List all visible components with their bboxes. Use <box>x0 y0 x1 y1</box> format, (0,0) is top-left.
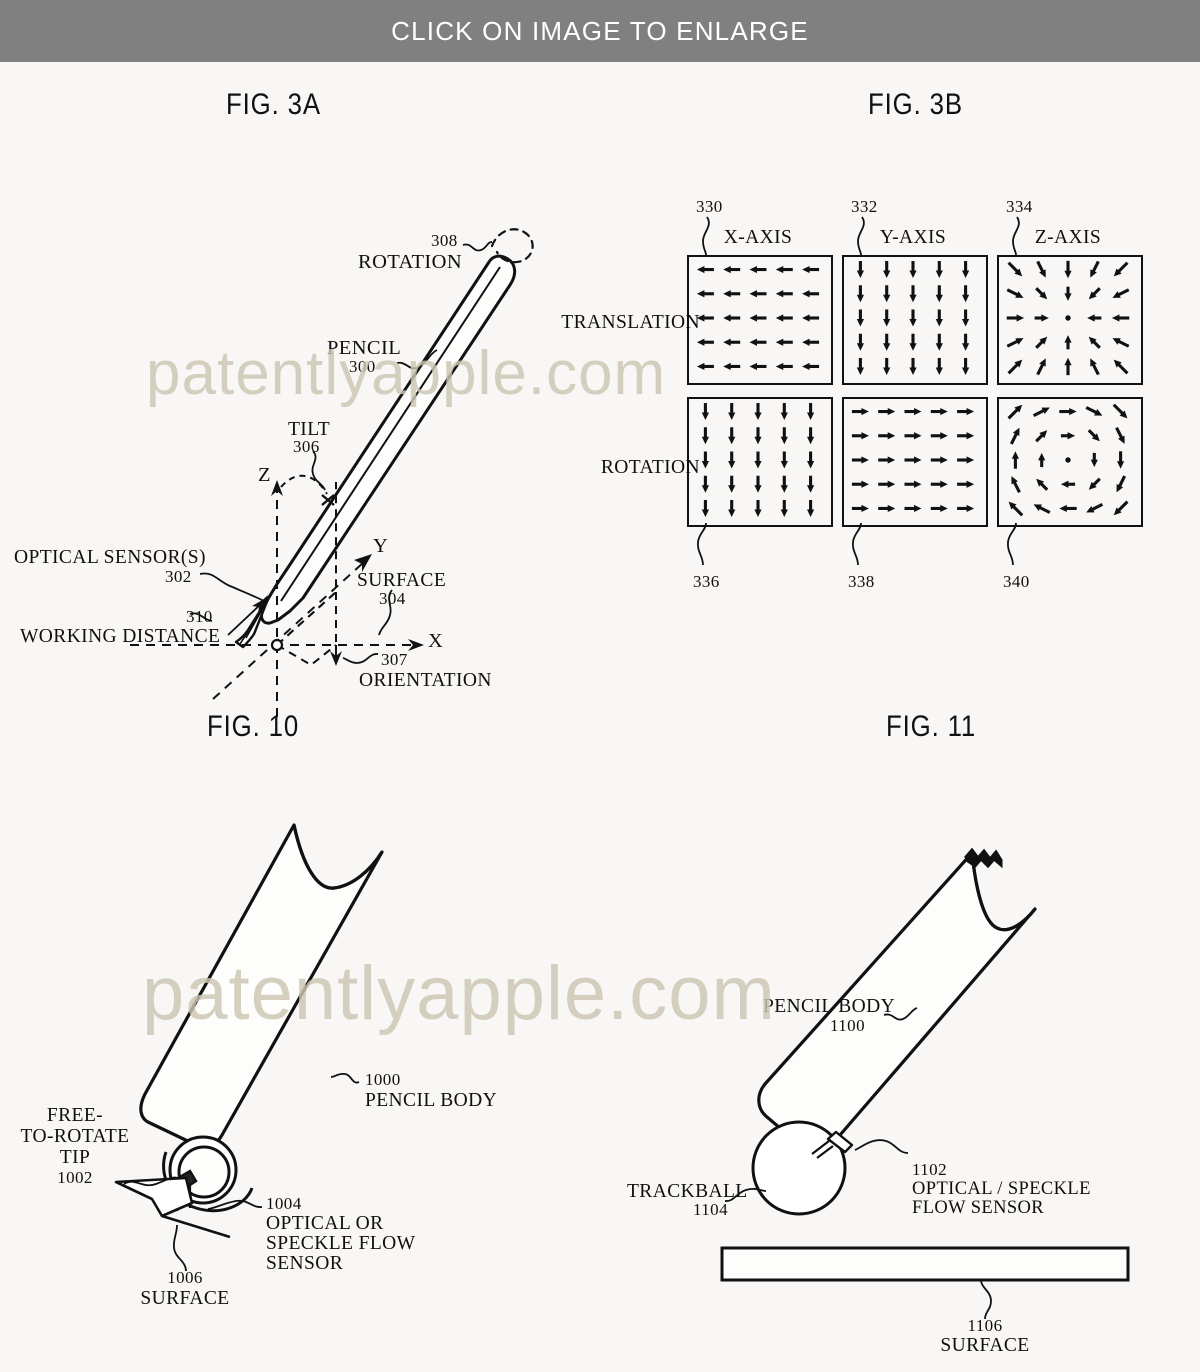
fig3b-column-y-axis: Y-AXIS <box>879 227 947 248</box>
tip-socket-hood-1002 <box>162 1151 254 1213</box>
leader-308 <box>462 241 493 252</box>
surface-slab-1106 <box>720 1246 1130 1282</box>
fig3b-row-rotation: ROTATION <box>600 457 700 478</box>
watermark-bottom: patentlyapple.com <box>142 951 776 1036</box>
label-rotation-num-308: 308 <box>431 231 458 250</box>
leader-1106 <box>980 1279 992 1320</box>
label-surface-num-1106: 1106 <box>967 1316 1003 1335</box>
label-surface-1006: SURFACE <box>140 1288 230 1309</box>
optical-speckle-flow-sensor-1004 <box>176 1169 198 1191</box>
pencil-torn-edge-1100 <box>964 847 1003 869</box>
label-optical-sensors-3a: OPTICAL SENSOR(S) <box>14 547 206 568</box>
fig3b-row-translation: TRANSLATION <box>561 312 700 333</box>
label-sensor-num-1004: 1004 <box>266 1194 302 1213</box>
free-to-rotate-tip-1002 <box>168 1135 238 1205</box>
rotation-arc-308 <box>490 228 534 264</box>
fig-3b-title: FIG. 3B <box>868 88 963 121</box>
fig-3a-title: FIG. 3A <box>226 88 321 121</box>
label-free-to-rotate-tip-line1: FREE- <box>46 1105 104 1126</box>
fig3b-panel-338 <box>842 397 988 527</box>
label-pencil-body-num-1000: 1000 <box>365 1070 401 1089</box>
fig-11-title: FIG. 11 <box>886 710 977 743</box>
label-pencil-num-300: 300 <box>349 357 376 376</box>
orientation-arrow-307 <box>330 645 379 666</box>
label-sensor-1004-line1: OPTICAL OR <box>266 1213 384 1234</box>
label-free-to-rotate-tip-num-1002: 1002 <box>57 1168 93 1187</box>
label-sensor-num-1102: 1102 <box>912 1160 947 1179</box>
label-surface-3a: SURFACE <box>357 570 447 591</box>
leader-1004 <box>207 1199 263 1210</box>
label-axis-x-3a: X <box>428 630 444 652</box>
label-pencil-3a: PENCIL <box>327 337 402 359</box>
tilt-arc-306 <box>280 474 328 495</box>
optical-speckle-flow-sensor-1102 <box>826 1130 854 1154</box>
label-pencil-body-1100: PENCIL BODY <box>763 996 896 1017</box>
tilt-marker-306 <box>321 494 335 506</box>
label-surface-num-1006: 1006 <box>167 1268 203 1287</box>
label-surface-1106: SURFACE <box>940 1335 1030 1356</box>
label-axis-z-3a: Z <box>258 464 271 486</box>
fig-10-title: FIG. 10 <box>207 710 300 743</box>
watermark-top: patentlyapple.com <box>146 339 667 408</box>
fig3b-panel-332 <box>842 255 988 385</box>
pencil-top-cut-1100 <box>970 852 1037 932</box>
label-pencil-body-num-1100: 1100 <box>830 1016 865 1035</box>
pencil-body-1000 <box>139 823 384 1149</box>
label-working-distance-3a: WORKING DISTANCE <box>20 626 221 647</box>
label-axis-y-3a: Y <box>373 535 389 557</box>
pencil-tip-lines-3a <box>239 591 273 645</box>
label-orientation-3a: ORIENTATION <box>359 670 492 691</box>
label-tilt-num-306: 306 <box>293 437 320 456</box>
fig3b-num-338: 338 <box>848 572 875 591</box>
sensor-stems-1004 <box>175 1185 192 1212</box>
fig3b-column-z-axis: Z-AXIS <box>1034 227 1102 248</box>
label-sensor-1004-line2: SPECKLE FLOW <box>266 1233 416 1254</box>
patent-drawing-sheet: FIG. 3A FIG. 3B FIG. 10 FIG. 11 <box>0 62 1200 1372</box>
label-trackball-1104: TRACKBALL <box>627 1181 748 1202</box>
leader-306 <box>311 450 326 491</box>
label-free-to-rotate-tip-line2: TO-ROTATE <box>20 1126 130 1147</box>
fig3b-panel-330 <box>687 255 833 385</box>
click-to-enlarge-banner[interactable]: CLICK ON IMAGE TO ENLARGE <box>0 0 1200 62</box>
leader-1000 <box>330 1072 360 1084</box>
leader-302 <box>199 572 265 602</box>
pencil-tip-3a <box>234 582 279 649</box>
working-distance-arrow-310 <box>227 598 266 636</box>
label-working-distance-num-310: 310 <box>186 607 213 626</box>
fig3b-column-x-axis: X-AXIS <box>723 227 793 248</box>
label-optical-sensors-num-302: 302 <box>165 567 192 586</box>
sensor-stem-1102 <box>811 1140 834 1159</box>
leader-1102 <box>854 1139 909 1154</box>
label-free-to-rotate-tip-line3: TIP <box>59 1147 91 1168</box>
banner-label: CLICK ON IMAGE TO ENLARGE <box>391 15 809 46</box>
label-pencil-body-1000: PENCIL BODY <box>365 1090 498 1111</box>
fig3b-num-332: 332 <box>851 197 878 216</box>
fig3b-panel-336 <box>687 397 833 527</box>
label-orientation-num-307: 307 <box>381 650 408 669</box>
pencil-top-cut-1000 <box>292 824 384 890</box>
label-trackball-num-1104: 1104 <box>693 1200 728 1219</box>
fig3b-num-330: 330 <box>696 197 723 216</box>
fig3b-num-336: 336 <box>693 572 720 591</box>
fig3b-panel-334 <box>997 255 1143 385</box>
leader-300 <box>396 349 438 370</box>
label-sensor-1004-line3: SENSOR <box>266 1253 344 1274</box>
fig3b-num-334: 334 <box>1006 197 1033 216</box>
label-surface-num-304: 304 <box>379 589 406 608</box>
label-rotation-3a: ROTATION <box>358 251 463 273</box>
leader-1006 <box>172 1224 187 1272</box>
leader-302-arrowhead <box>256 595 268 613</box>
fig3b-num-340: 340 <box>1003 572 1030 591</box>
label-sensor-1102-line1: OPTICAL / SPECKLE <box>912 1179 1091 1199</box>
fig3b-panel-340 <box>997 397 1143 527</box>
trackball-1104 <box>751 1120 847 1216</box>
label-sensor-1102-line2: FLOW SENSOR <box>912 1198 1045 1218</box>
label-tilt-3a: TILT <box>288 419 331 440</box>
